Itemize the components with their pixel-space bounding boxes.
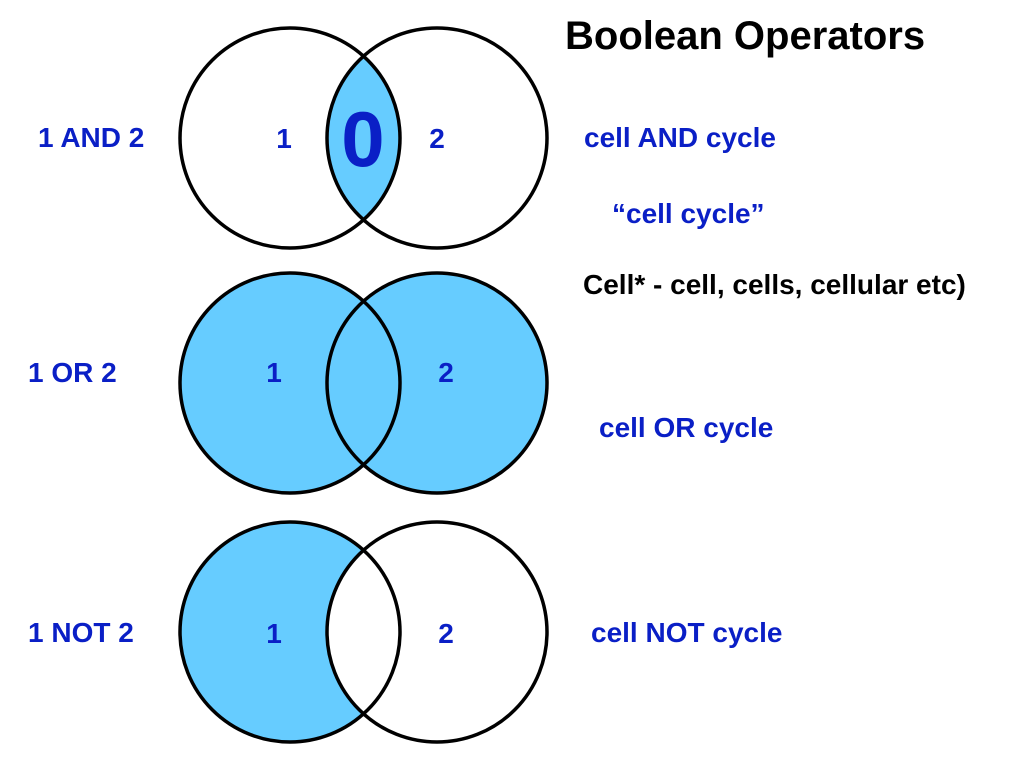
not-set1-only-fill <box>180 522 400 742</box>
and-overlap-label: 0 <box>341 95 384 183</box>
and-set2-label: 2 <box>429 123 445 154</box>
or-venn: 1 2 <box>178 271 549 495</box>
phrase-example: “cell cycle” <box>612 198 765 229</box>
and-set1-label: 1 <box>276 123 292 154</box>
or-set1-label: 1 <box>266 357 282 388</box>
and-example: cell AND cycle <box>584 122 776 153</box>
and-operator-label: 1 AND 2 <box>38 122 145 153</box>
and-intersection-fill <box>327 28 400 248</box>
not-example: cell NOT cycle <box>591 617 783 648</box>
or-set2-fill <box>327 273 547 493</box>
or-set2-label: 2 <box>438 357 454 388</box>
not-set1-label: 1 <box>266 618 282 649</box>
or-operator-label: 1 OR 2 <box>28 357 117 388</box>
or-example: cell OR cycle <box>599 412 774 443</box>
not-set2-label: 2 <box>438 618 454 649</box>
not-venn: 1 2 <box>178 520 549 744</box>
and-set2-circle <box>325 26 549 250</box>
not-operator-label: 1 NOT 2 <box>28 617 134 648</box>
not-set2-circle <box>325 520 549 744</box>
not-set1-circle <box>178 520 402 744</box>
and-venn: 1 2 0 <box>178 26 549 250</box>
or-set1-circle <box>178 271 402 495</box>
and-set1-circle <box>178 26 402 250</box>
or-set2-circle <box>325 271 549 495</box>
page-title: Boolean Operators <box>565 14 926 58</box>
truncation-note: Cell* - cell, cells, cellular etc) <box>583 269 966 300</box>
